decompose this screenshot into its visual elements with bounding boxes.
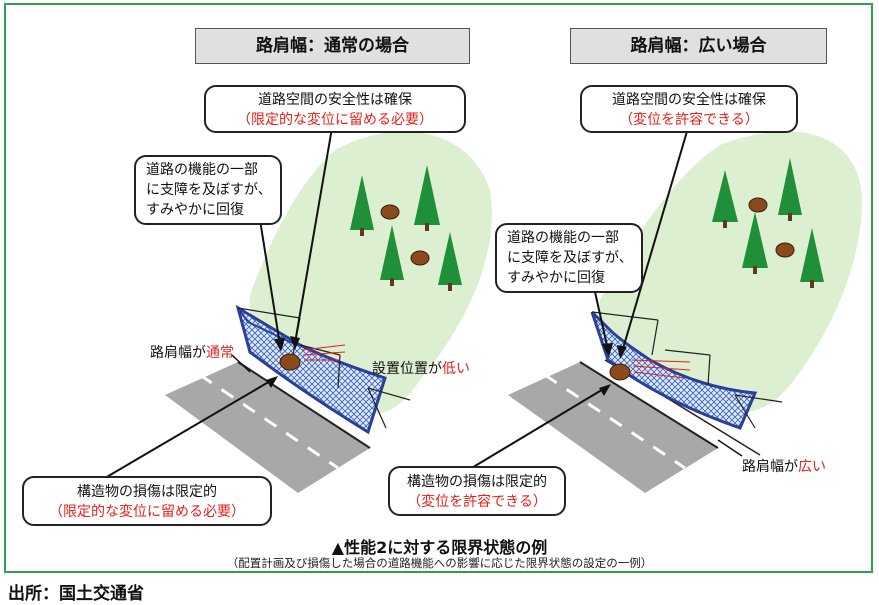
rock-icon bbox=[380, 204, 400, 220]
callout-line: すみやかに回復 bbox=[146, 202, 244, 218]
label-text: 設置位置が bbox=[372, 361, 442, 377]
callout-line: に支障を及ぼすが、 bbox=[507, 250, 633, 266]
callout-line-highlight: （変位を許容できる） bbox=[407, 494, 547, 510]
label-highlight: 通常 bbox=[206, 345, 234, 361]
rock-icon bbox=[279, 353, 301, 371]
right-net bbox=[590, 310, 758, 430]
callout-line: 道路空間の安全性は確保 bbox=[258, 92, 412, 108]
left-road bbox=[165, 362, 370, 493]
label-highlight: 広い bbox=[798, 459, 826, 475]
left-top-callout: 道路空間の安全性は確保 （限定的な変位に留める必要） bbox=[204, 85, 466, 133]
callout-line-highlight: （限定的な変位に留める必要） bbox=[237, 112, 433, 128]
rock-icon bbox=[775, 242, 795, 258]
figure-caption: ▲性能2に対する限界状態の例 bbox=[331, 538, 548, 557]
left-bottom-callout: 構造物の損傷は限定的 （限定的な変位に留める必要） bbox=[22, 476, 272, 526]
figure-subcaption: （配置計画及び損傷した場合の道路機能への影響に応じた限界状態の設定の一例） bbox=[226, 556, 653, 570]
callout-line: 構造物の損傷は限定的 bbox=[77, 484, 217, 500]
tree-icon bbox=[778, 158, 802, 221]
label-highlight: 低い bbox=[442, 361, 470, 377]
source-credit: 出所：国土交通省 bbox=[8, 584, 144, 604]
callout-line: に支障を及ぼすが、 bbox=[146, 182, 272, 198]
tree-icon bbox=[380, 225, 404, 286]
figure-frame bbox=[4, 3, 873, 573]
rock-icon bbox=[410, 250, 430, 266]
left-scene bbox=[104, 127, 492, 493]
right-bottom-callout: 構造物の損傷は限定的 （変位を許容できる） bbox=[388, 466, 566, 516]
tree-icon bbox=[712, 170, 738, 228]
tree-icon bbox=[800, 228, 824, 288]
right-shoulder-label: 路肩幅が広い bbox=[742, 456, 826, 476]
tree-icon bbox=[742, 212, 768, 274]
rock-icon bbox=[609, 363, 631, 381]
right-top-callout: 道路空間の安全性は確保 （変位を許容できる） bbox=[580, 85, 798, 133]
tree-icon bbox=[350, 175, 374, 236]
rock-icon bbox=[748, 197, 768, 213]
tree-icon bbox=[414, 165, 440, 231]
tree-icon bbox=[438, 232, 462, 291]
right-side-callout: 道路の機能の一部 に支障を及ぼすが、 すみやかに回復 bbox=[495, 223, 643, 293]
callout-line: 道路の機能の一部 bbox=[507, 230, 619, 246]
left-install-label: 設置位置が低い bbox=[372, 358, 470, 378]
left-shoulder-label: 路肩幅が通常 bbox=[150, 342, 234, 362]
right-road bbox=[508, 362, 718, 493]
left-header: 路肩幅：通常の場合 bbox=[195, 28, 470, 64]
label-text: 路肩幅が bbox=[742, 459, 798, 475]
right-scene bbox=[454, 127, 862, 493]
callout-line: 道路の機能の一部 bbox=[146, 162, 258, 178]
callout-line: すみやかに回復 bbox=[507, 270, 605, 286]
left-side-callout: 道路の機能の一部 に支障を及ぼすが、 すみやかに回復 bbox=[134, 155, 282, 225]
callout-line-highlight: （変位を許容できる） bbox=[619, 112, 759, 128]
callout-line-highlight: （限定的な変位に留める必要） bbox=[49, 504, 245, 520]
label-text: 路肩幅が bbox=[150, 345, 206, 361]
callout-line: 構造物の損傷は限定的 bbox=[407, 474, 547, 490]
right-header: 路肩幅：広い場合 bbox=[570, 28, 827, 64]
callout-line: 道路空間の安全性は確保 bbox=[612, 92, 766, 108]
